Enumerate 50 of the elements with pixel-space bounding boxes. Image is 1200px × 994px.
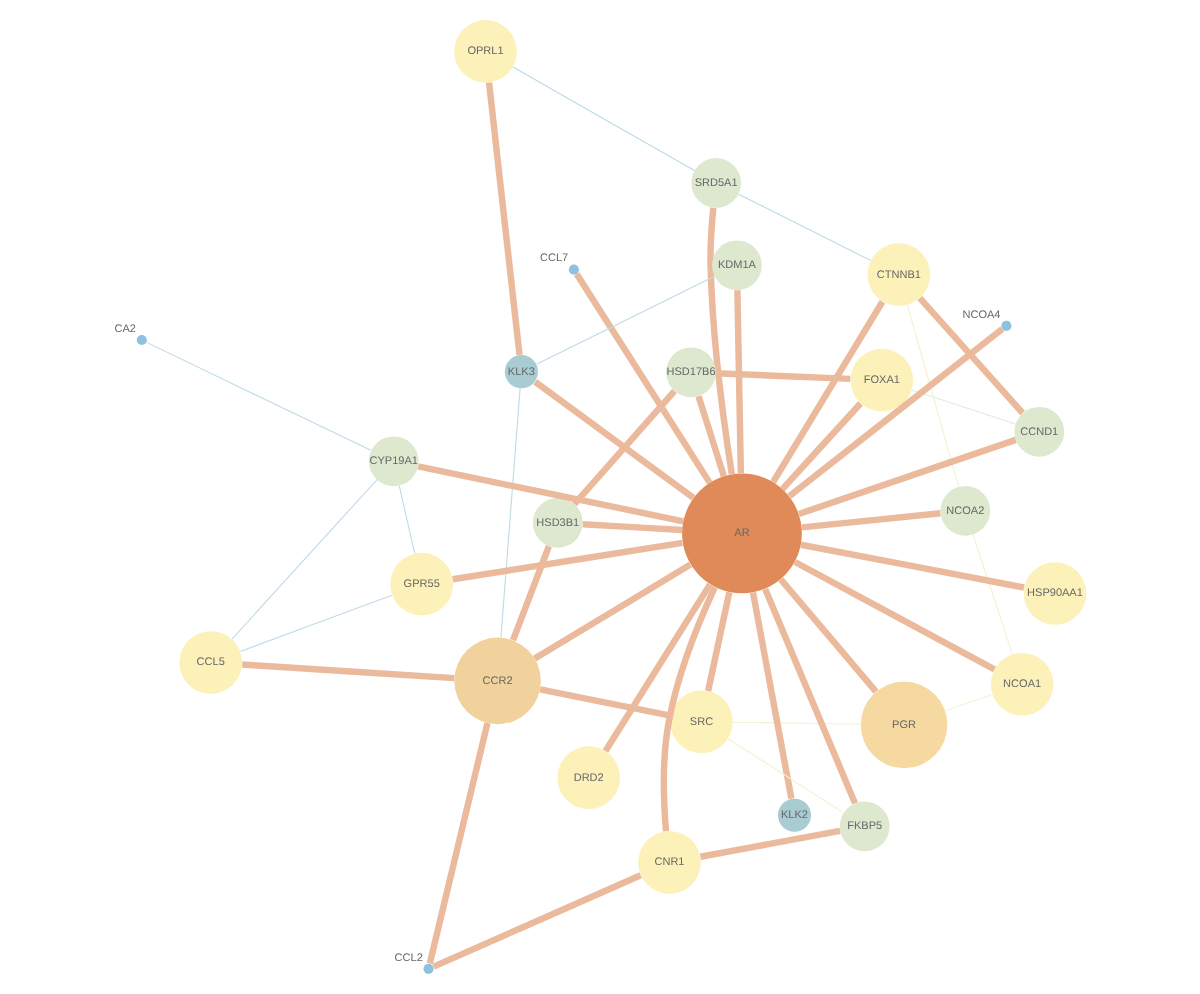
connector <box>536 275 716 365</box>
connector <box>770 300 886 484</box>
connector <box>231 479 378 640</box>
connector <box>917 296 1025 416</box>
connector <box>660 585 718 832</box>
connector <box>778 577 879 694</box>
connector <box>452 539 683 583</box>
connector <box>573 272 713 485</box>
connector <box>602 582 713 753</box>
connector <box>749 591 795 800</box>
connector <box>512 66 696 172</box>
connector <box>539 686 672 719</box>
connector <box>239 594 393 652</box>
connector <box>801 510 941 531</box>
connector <box>533 379 696 501</box>
connector <box>787 326 1005 499</box>
node-circle <box>1001 320 1012 331</box>
connector <box>738 193 872 262</box>
connector <box>906 304 960 488</box>
connector <box>417 463 684 525</box>
connector <box>533 561 693 662</box>
connector <box>432 872 642 970</box>
connector <box>426 722 491 965</box>
connector <box>510 545 552 642</box>
connector <box>800 541 1025 591</box>
connector <box>485 82 523 356</box>
connector <box>944 693 993 712</box>
connector <box>732 721 862 725</box>
connector <box>780 401 863 492</box>
node-circle <box>423 963 434 974</box>
connector <box>734 290 745 474</box>
connector <box>398 485 416 555</box>
connector <box>571 388 677 507</box>
connector <box>727 738 845 814</box>
connector <box>704 591 733 692</box>
connector <box>146 341 372 451</box>
connector <box>797 436 1017 517</box>
connector <box>972 534 1013 655</box>
connector <box>500 387 521 639</box>
node-circle <box>136 334 147 346</box>
connector <box>695 395 727 478</box>
connector <box>911 389 1016 425</box>
connector <box>582 521 683 534</box>
connector <box>762 587 859 805</box>
connector <box>715 370 851 383</box>
connector <box>699 827 841 860</box>
connector <box>793 559 996 673</box>
node-circle <box>568 264 579 275</box>
connector <box>707 207 736 475</box>
connector <box>242 661 455 682</box>
